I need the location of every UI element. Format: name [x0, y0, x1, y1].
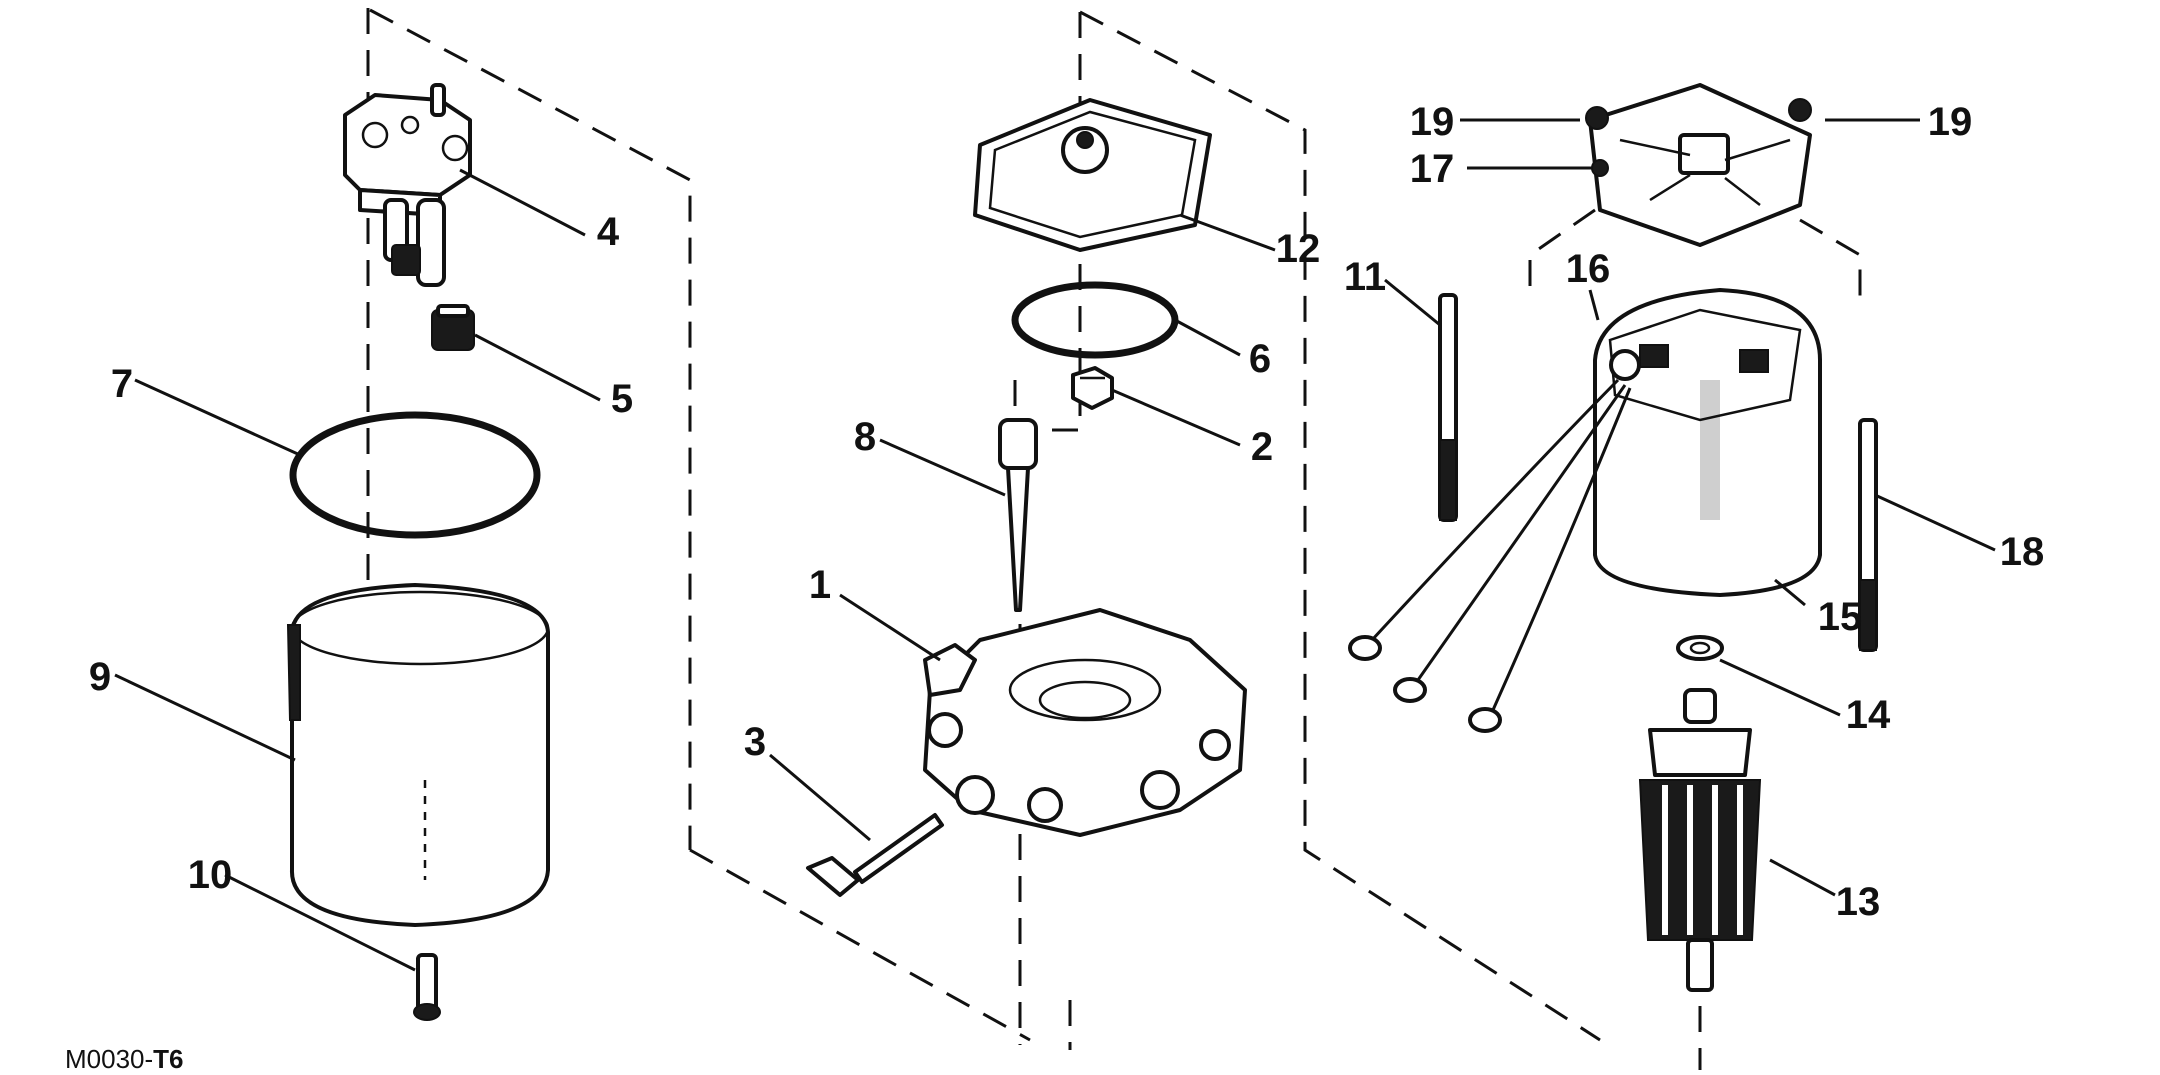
- part-12-cover-plate: [973, 98, 1212, 252]
- part-2-plug: [1071, 366, 1114, 410]
- part-15-motor-frame: [1593, 288, 1822, 597]
- part-7-large-o-ring: [289, 411, 541, 539]
- callout-11: 11: [1344, 255, 1386, 299]
- callout-6: 6: [1249, 337, 1271, 381]
- callout-10: 10: [188, 853, 233, 897]
- callout-14: 14: [1846, 693, 1891, 737]
- callout-5: 5: [611, 377, 633, 421]
- part-5-fitting: [431, 304, 475, 351]
- part-16-brush-assembly: [1608, 308, 1802, 422]
- callout-1: 1: [809, 563, 831, 607]
- callout-numbers: 1 2 3 4 5 6 7 8 9 10 11 12 13 14 15 16 1…: [89, 100, 2044, 924]
- callout-18: 18: [2000, 530, 2045, 574]
- callout-7: 7: [111, 362, 133, 406]
- part-13-armature: [1638, 688, 1762, 992]
- part-11-through-bolt: [1438, 293, 1458, 522]
- callout-12: 12: [1276, 227, 1321, 271]
- callout-16: 16: [1566, 247, 1611, 291]
- part-14-washer: [1676, 635, 1724, 661]
- part-4-valve-body: [343, 83, 472, 287]
- part-6-o-ring: [1011, 281, 1179, 359]
- part-8-dipstick: [998, 418, 1038, 612]
- callout-9: 9: [89, 655, 111, 699]
- callout-19-right: 19: [1928, 100, 1973, 144]
- part-3-valve-stem: [806, 813, 944, 897]
- part-9-reservoir-can: [286, 583, 550, 927]
- motor-lead-wires: [1348, 378, 1632, 733]
- callout-13: 13: [1836, 880, 1881, 924]
- callout-8: 8: [854, 415, 876, 459]
- figure-code: M0030-T6: [65, 1044, 184, 1074]
- callout-19-left: 19: [1410, 100, 1455, 144]
- part-17-end-cap: [1588, 83, 1812, 247]
- part-10-screw: [413, 953, 441, 1021]
- callout-4: 4: [597, 210, 620, 254]
- part-19-nuts: [1585, 98, 1812, 130]
- part-18-through-bolt: [1858, 418, 1878, 652]
- callout-2: 2: [1251, 425, 1273, 469]
- callout-17: 17: [1410, 147, 1455, 191]
- callout-15: 15: [1818, 595, 1863, 639]
- part-1-pump-body: [923, 608, 1247, 837]
- leader-lines: [114, 118, 1996, 972]
- callout-3: 3: [744, 720, 766, 764]
